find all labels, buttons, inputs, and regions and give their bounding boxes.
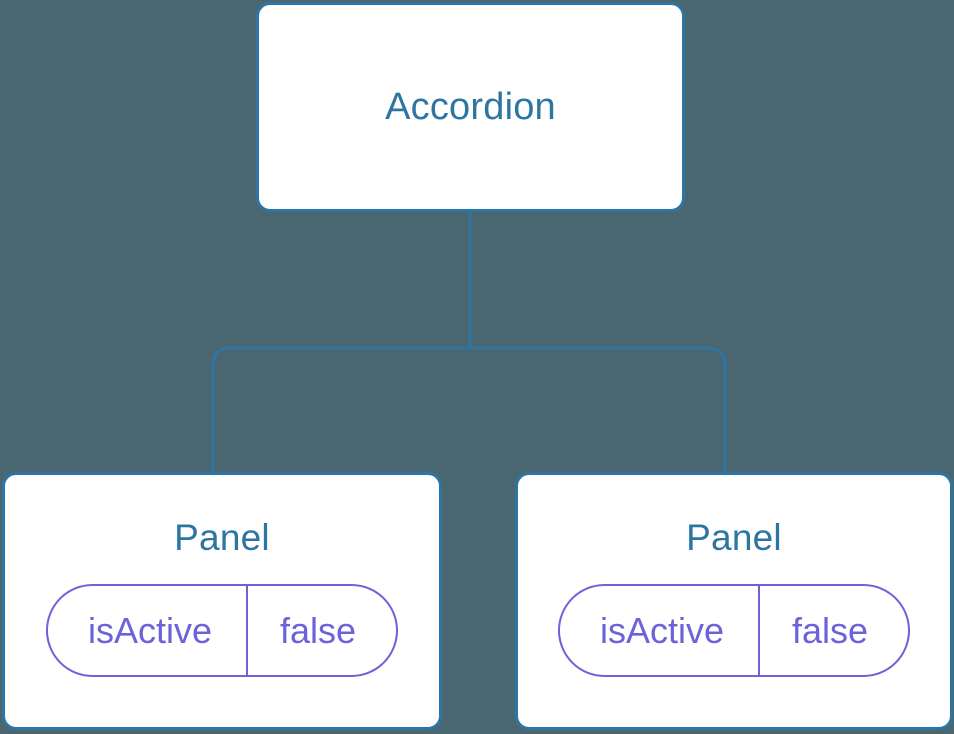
edge-to-panel-0 <box>211 346 470 474</box>
node-title: Panel <box>686 517 782 558</box>
edge-to-panel-1 <box>470 346 727 474</box>
tree-node-panel-1[interactable]: Panel isActive false <box>515 472 953 730</box>
tree-node-panel-0[interactable]: Panel isActive false <box>2 472 442 730</box>
state-chip[interactable]: isActive false <box>557 584 911 677</box>
state-chip-key: isActive <box>599 609 724 651</box>
state-chip-value: false <box>757 586 908 675</box>
tree-node-accordion[interactable]: Accordion <box>256 2 685 212</box>
state-chip-key: isActive <box>87 609 212 651</box>
state-chip[interactable]: isActive false <box>45 584 399 677</box>
node-title: Accordion <box>385 86 556 128</box>
state-chip-value: false <box>245 586 396 675</box>
node-title: Panel <box>174 517 270 558</box>
